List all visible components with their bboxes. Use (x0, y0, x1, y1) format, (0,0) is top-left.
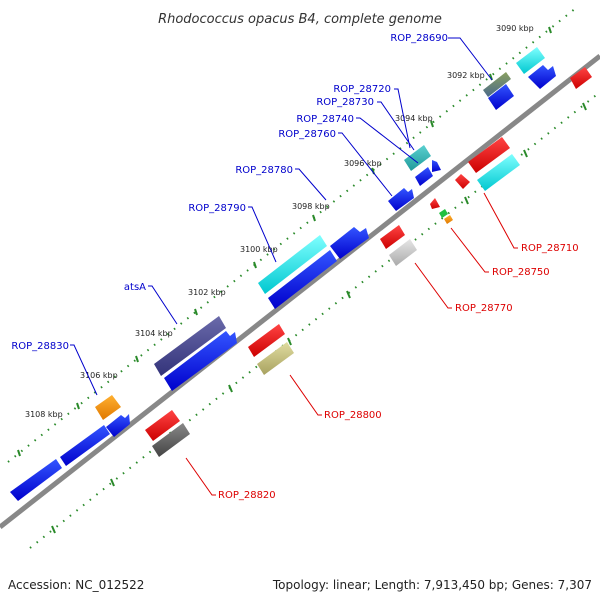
gene-block-28830[interactable] (95, 395, 121, 420)
tick-label-3106: 3106 kbp (80, 371, 118, 380)
tick-label-3090: 3090 kbp (496, 24, 534, 33)
gene-block-28690[interactable] (516, 47, 545, 74)
gene-label-rop-28760[interactable]: ROP_28760 (278, 129, 336, 140)
plus-strand-genes (10, 47, 556, 501)
gene-block-28780-cyan[interactable] (258, 235, 327, 294)
gene-block-28840[interactable] (10, 459, 62, 501)
gene-block-28720[interactable] (404, 145, 431, 171)
tick-label-3096: 3096 kbp (344, 159, 382, 168)
gene-block-28830-blue[interactable] (60, 425, 110, 466)
gene-block-28730[interactable] (432, 160, 441, 172)
upper-major-ticks (17, 26, 552, 457)
gene-block-atsA-blue[interactable] (164, 331, 237, 391)
gene-label-rop-28740[interactable]: ROP_28740 (296, 114, 354, 125)
gene-block-28830-arrow[interactable] (106, 414, 130, 437)
gene-label-rop-28790[interactable]: ROP_28790 (188, 203, 246, 214)
gene-label-rop-28770[interactable]: ROP_28770 (455, 303, 513, 314)
gene-label-rop-28720[interactable]: ROP_28720 (333, 84, 391, 95)
genome-title: Rhodococcus opacus B4, complete genome (158, 12, 442, 27)
gene-block-28760[interactable] (388, 188, 414, 211)
gene-label-atsA[interactable]: atsA (124, 282, 146, 293)
topology-text: Topology: linear; Length: 7,913,450 bp; … (272, 578, 592, 592)
tick-label-3102: 3102 kbp (188, 288, 226, 297)
gene-block-28770-gray[interactable] (389, 239, 417, 266)
gene-label-rop-28750[interactable]: ROP_28750 (492, 267, 550, 278)
gene-block-28710-arrow[interactable] (455, 174, 470, 189)
plus-leader-lines (70, 37, 493, 396)
gene-block-28800-khaki[interactable] (257, 342, 294, 375)
gene-block-28690-arrow[interactable] (528, 65, 556, 89)
minus-leader-lines (185, 192, 518, 496)
gene-block-28740[interactable] (415, 167, 433, 186)
gene-block-28790[interactable] (330, 227, 369, 259)
accession-text: Accession: NC_012522 (8, 578, 145, 592)
tick-label-3098: 3098 kbp (292, 202, 330, 211)
gene-label-rop-28710[interactable]: ROP_28710 (521, 243, 579, 254)
tick-label-3092: 3092 kbp (447, 71, 485, 80)
tick-label-3100: 3100 kbp (240, 245, 278, 254)
gene-block-28750-red[interactable] (430, 198, 440, 209)
gene-label-rop-28800[interactable]: ROP_28800 (324, 410, 382, 421)
gene-block-28710[interactable] (468, 137, 510, 173)
tick-label-3104: 3104 kbp (135, 329, 173, 338)
gene-block-28680-edge[interactable] (570, 67, 592, 89)
gene-block-28700-top[interactable] (483, 72, 511, 97)
minus-strand-genes (145, 67, 592, 457)
gene-block-28750-orange[interactable] (444, 215, 453, 224)
gene-block-28770-red[interactable] (380, 225, 405, 249)
gene-block-28710-cyan[interactable] (477, 154, 520, 191)
tick-label-3108: 3108 kbp (25, 410, 63, 419)
gene-label-rop-28830[interactable]: ROP_28830 (11, 341, 69, 352)
gene-block-28820-red[interactable] (145, 410, 180, 441)
gene-label-rop-28780[interactable]: ROP_28780 (235, 165, 293, 176)
genome-backbone (0, 54, 600, 529)
gene-label-rop-28730[interactable]: ROP_28730 (316, 97, 374, 108)
gene-label-rop-28690[interactable]: ROP_28690 (390, 33, 448, 44)
tick-label-3094: 3094 kbp (395, 114, 433, 123)
gene-label-rop-28820[interactable]: ROP_28820 (218, 490, 276, 501)
gene-block-atsA[interactable] (154, 316, 226, 376)
gene-block-28820-gray[interactable] (152, 423, 190, 457)
gene-block-28800-red[interactable] (248, 324, 285, 357)
gene-block-28700-bot[interactable] (488, 84, 514, 110)
gene-block-28780-blue[interactable] (268, 250, 337, 309)
gene-block-28750-green[interactable] (439, 209, 448, 218)
